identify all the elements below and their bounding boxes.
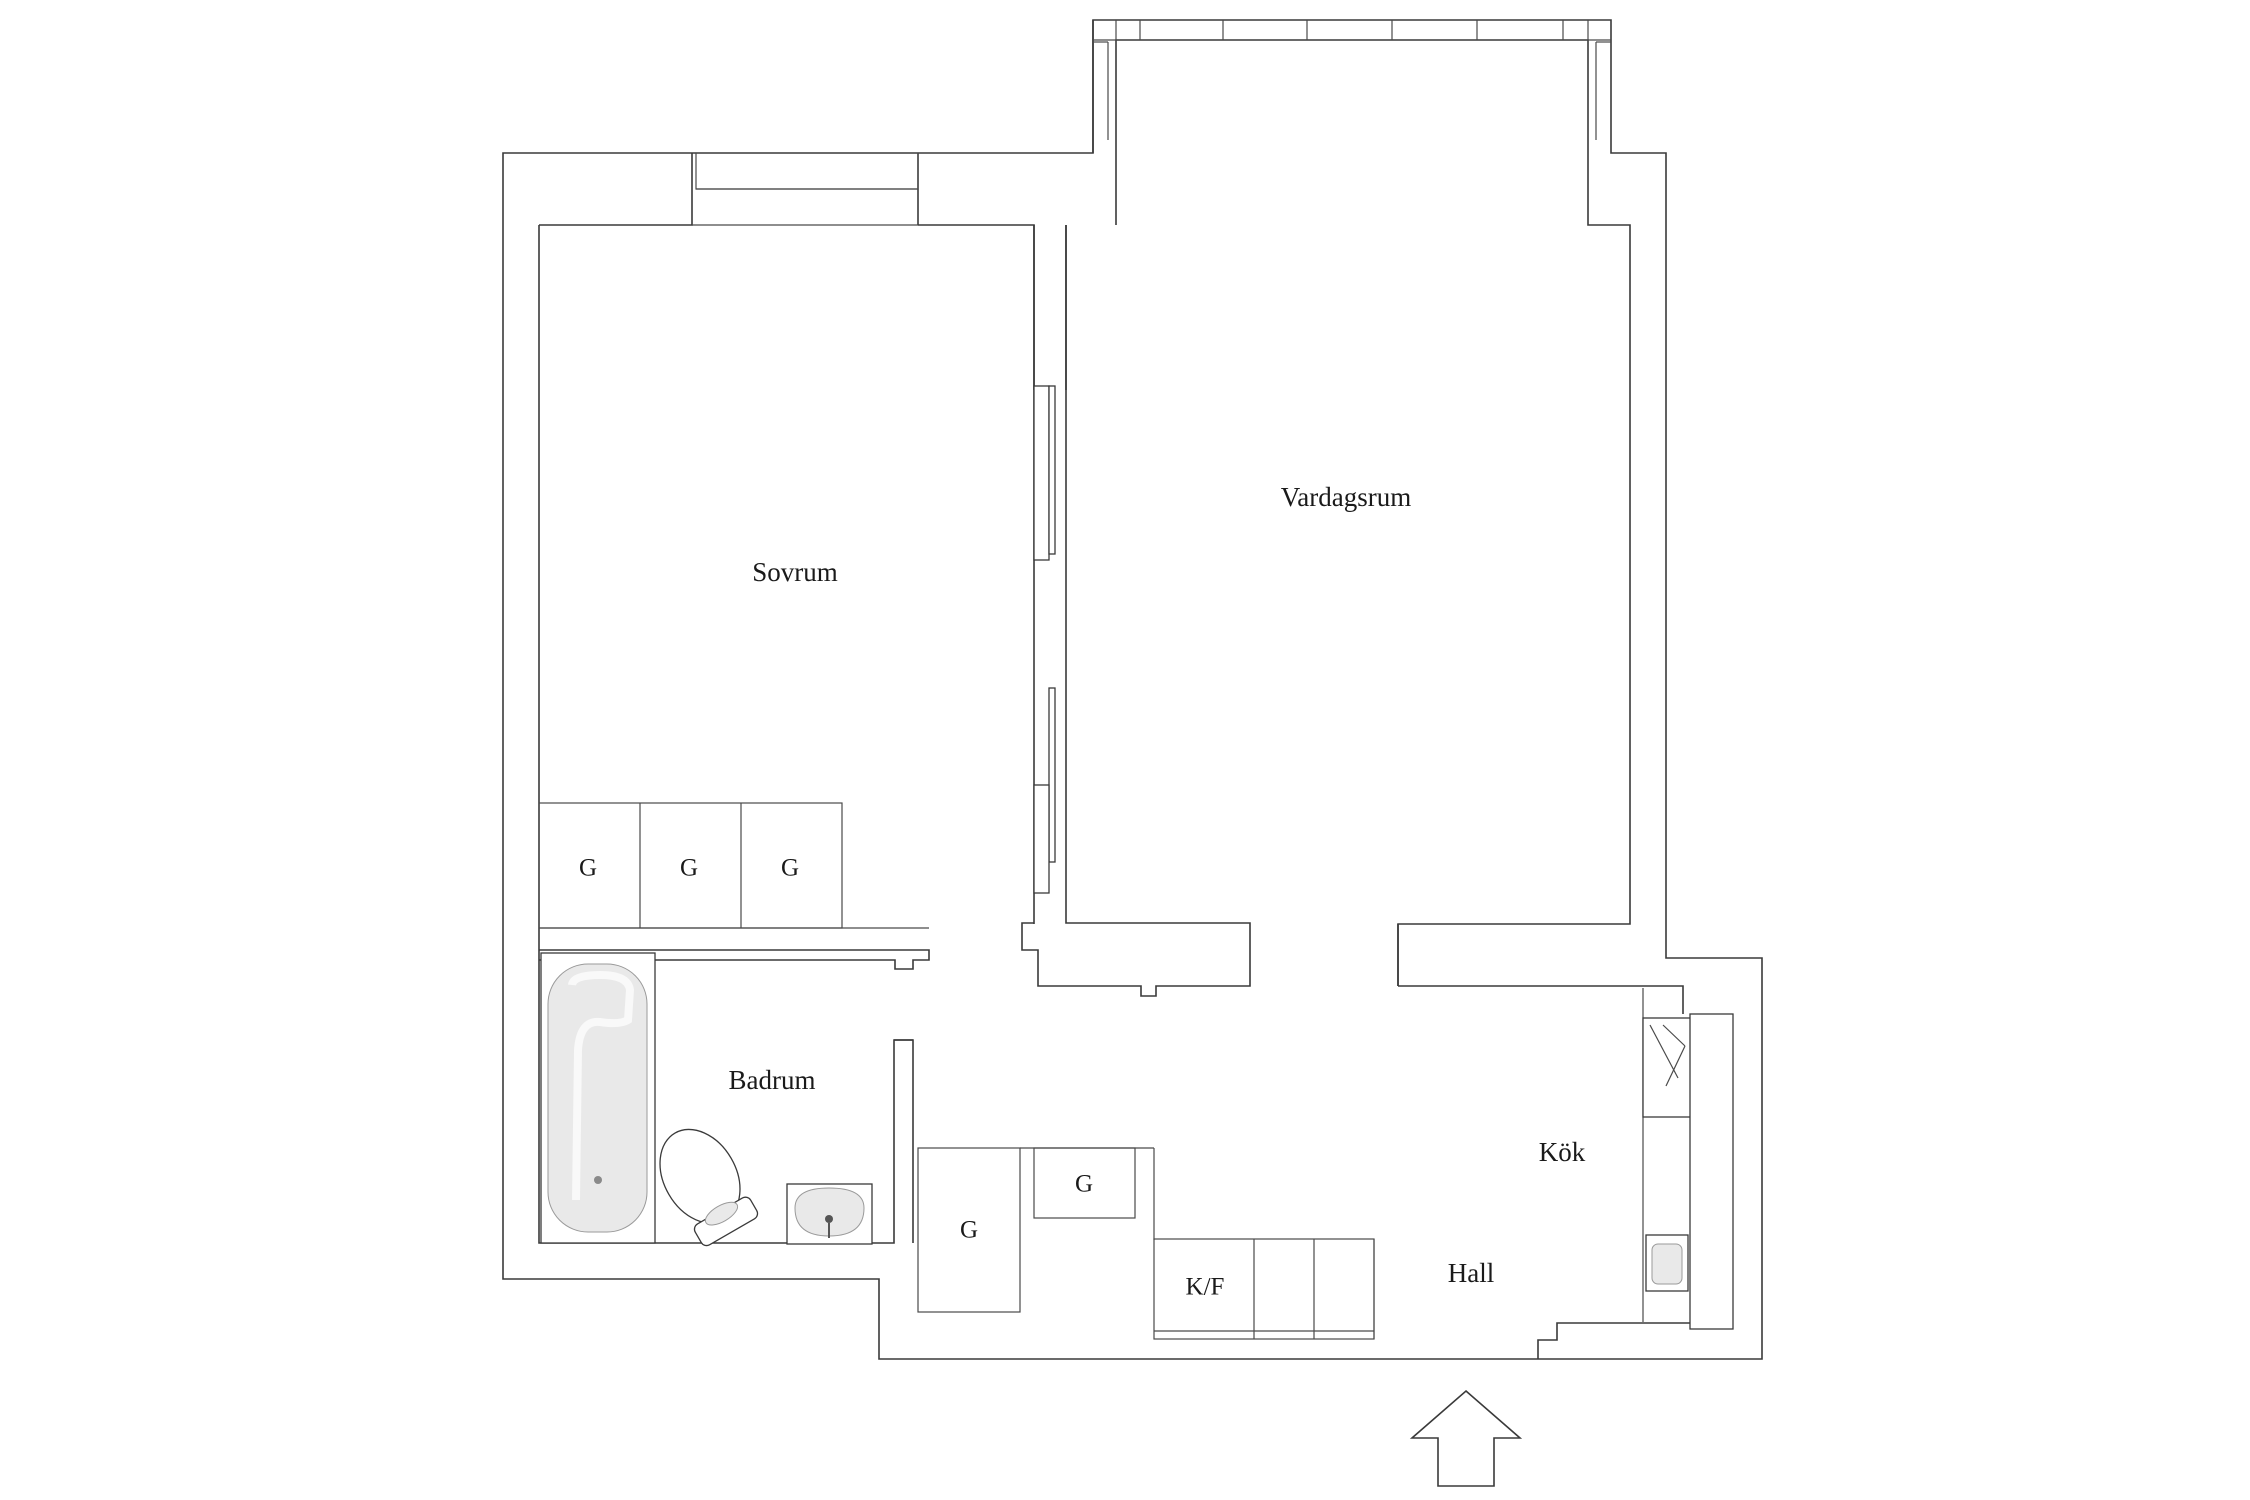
room-label-sovrum: Sovrum (752, 557, 838, 587)
room-label-badrum: Badrum (729, 1065, 816, 1095)
wardrobe-label: G (579, 855, 597, 882)
bathtub-icon (540, 952, 656, 1244)
bedroom-wardrobes: G G G (538, 802, 929, 929)
stove-icon (1645, 1234, 1689, 1292)
up-arrow-icon (1409, 1389, 1523, 1487)
kitchen-fixtures (1642, 988, 1734, 1330)
wardrobe-label: G (680, 855, 698, 882)
room-label-hall: Hall (1448, 1258, 1495, 1288)
washbasin-icon (786, 1183, 873, 1245)
outer-walls (502, 19, 1763, 1360)
wardrobe-label: G (781, 855, 799, 882)
hall-closet-label: G (960, 1217, 978, 1244)
interior-walls (539, 225, 1399, 1041)
toilet-icon (659, 1128, 759, 1247)
fridge-freezer-label: K/F (1186, 1274, 1225, 1301)
hall-closet-label: G (1075, 1171, 1093, 1198)
bathroom-fixtures (540, 952, 873, 1247)
hall-storage: G G K/F (917, 1147, 1375, 1340)
room-label-kok: Kök (1539, 1137, 1586, 1167)
room-labels: Sovrum Vardagsrum Badrum Kök Hall (729, 482, 1586, 1288)
room-label-vardagsrum: Vardagsrum (1281, 482, 1411, 512)
